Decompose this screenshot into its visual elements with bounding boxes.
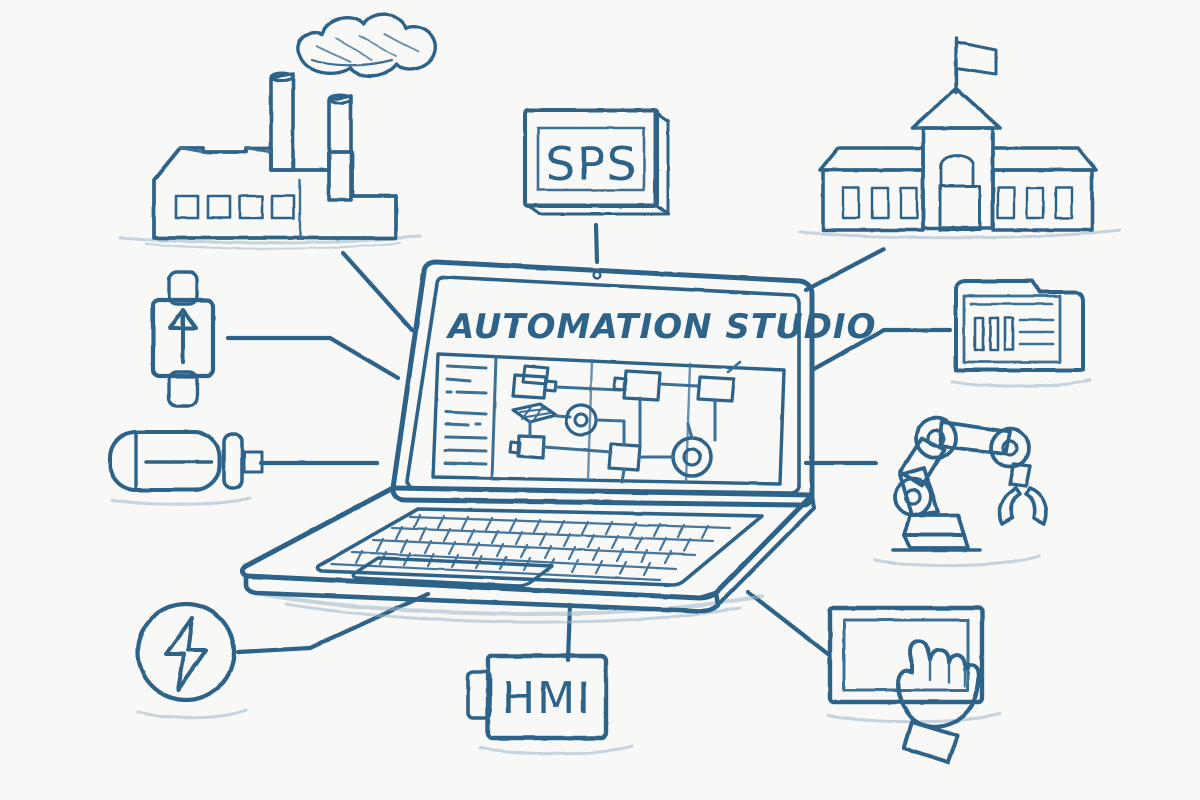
sps-label: SPS [546,137,638,191]
flowchart-blocks [508,360,742,484]
connector-laptop-valve [225,335,401,381]
connector-laptop-building [803,246,887,293]
connector-laptop-folder [809,327,953,373]
screen-title: AUTOMATION STUDIO [445,307,877,347]
connector-laptop-power [235,591,431,655]
tool-panel-lines [443,364,488,466]
smoke-cloud-icon [296,13,437,78]
connector-laptop-sps [593,222,600,265]
connector-laptop-factory [340,250,415,333]
factory-windows [174,194,296,220]
hmi-label: HMI [502,673,592,724]
keyboard-keys [329,513,732,582]
connector-laptop-touchpanel [745,589,831,657]
